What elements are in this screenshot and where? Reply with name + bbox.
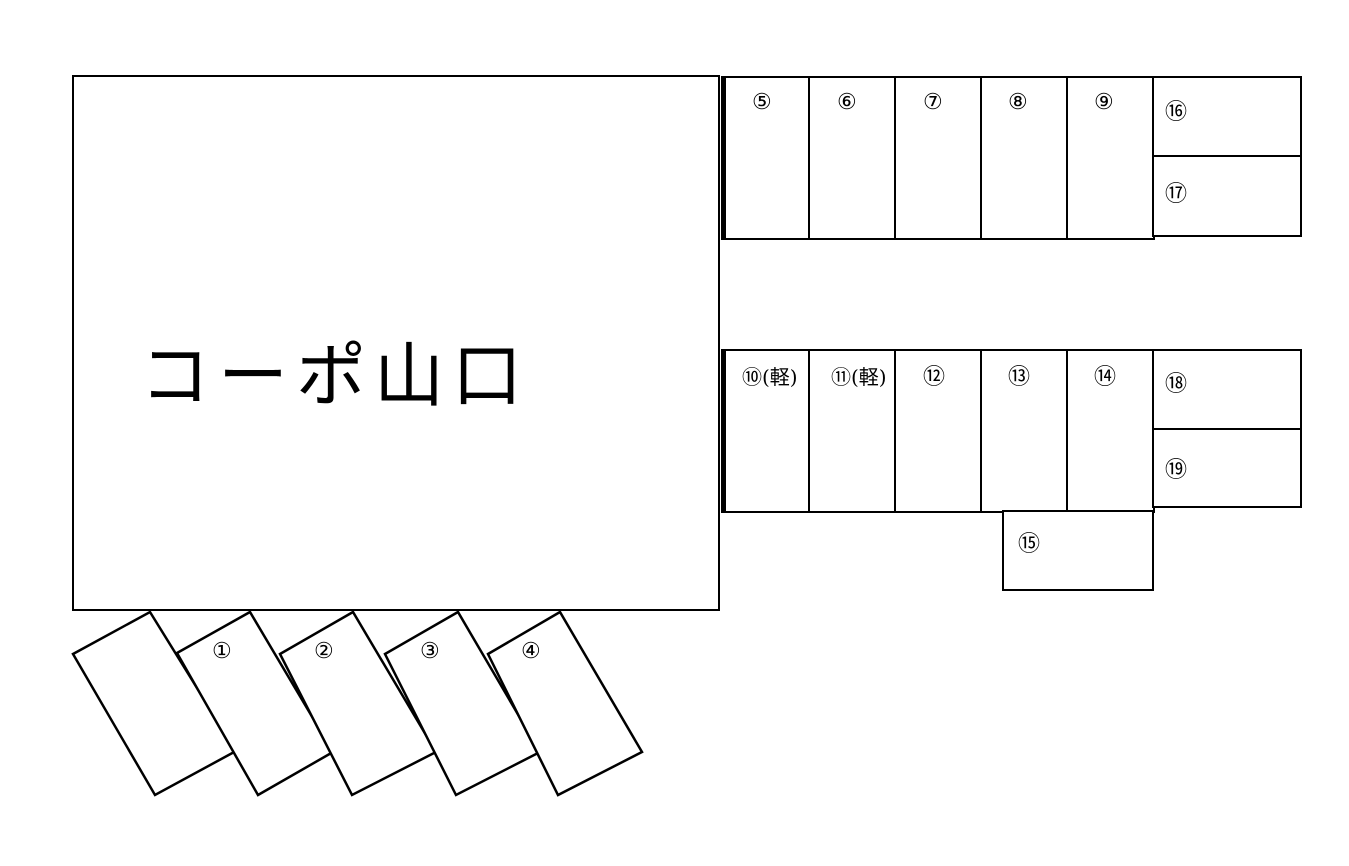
parking-space-12[interactable] — [894, 349, 983, 513]
space-label-9: ⑨ — [1094, 90, 1114, 115]
parking-space-16[interactable] — [1152, 76, 1302, 158]
space-label-16: ⑯ — [1165, 100, 1188, 125]
space-label-13: ⑬ — [1008, 365, 1031, 390]
space-label-1: ① — [212, 639, 232, 664]
space-label-3: ③ — [420, 639, 440, 664]
building-coop-yamaguchi — [72, 75, 720, 611]
parking-space-5[interactable] — [721, 76, 811, 240]
space-label-10: ⑩(軽) — [742, 365, 798, 389]
building-name: コーポ山口 — [140, 335, 530, 417]
parking-space-8[interactable] — [980, 76, 1069, 240]
parking-space-9[interactable] — [1066, 76, 1155, 240]
parking-space-11[interactable] — [808, 349, 897, 513]
parking-space-4 — [486, 610, 644, 797]
space-label-19: ⑲ — [1165, 458, 1188, 483]
space-label-12: ⑫ — [923, 365, 946, 390]
space-label-18: ⑱ — [1165, 372, 1188, 397]
space-label-7: ⑦ — [923, 90, 943, 115]
space-label-5: ⑤ — [752, 90, 772, 115]
parking-space-15[interactable] — [1002, 510, 1154, 591]
parking-space-19[interactable] — [1152, 428, 1302, 508]
parking-space-18[interactable] — [1152, 349, 1302, 431]
space-label-15: ⑮ — [1018, 532, 1041, 557]
space-label-11: ⑪(軽) — [831, 365, 887, 389]
parking-space-6[interactable] — [808, 76, 897, 240]
space-label-4: ④ — [521, 639, 541, 664]
parking-space-13[interactable] — [980, 349, 1069, 513]
space-label-8: ⑧ — [1008, 90, 1028, 115]
parking-space-10[interactable] — [721, 349, 811, 513]
space-label-14: ⑭ — [1094, 365, 1117, 390]
parking-space-7[interactable] — [894, 76, 983, 240]
space-label-17: ⑰ — [1165, 182, 1188, 207]
parking-space-17[interactable] — [1152, 155, 1302, 237]
space-label-6: ⑥ — [837, 90, 857, 115]
space-label-2: ② — [314, 639, 334, 664]
